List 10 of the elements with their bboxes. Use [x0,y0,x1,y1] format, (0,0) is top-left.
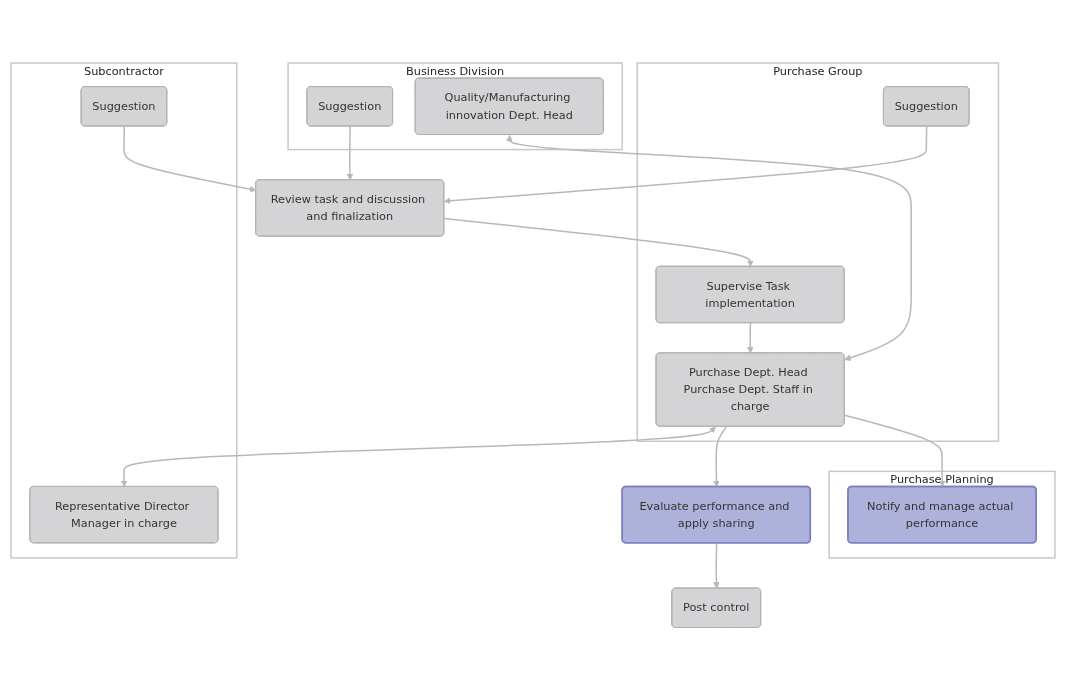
arrow [506,134,912,361]
arrow [123,125,257,193]
arrow [713,542,720,589]
arrow [346,125,354,181]
arrow [120,426,716,487]
arrow [843,414,946,487]
arrow [443,217,754,267]
arrow [747,322,754,354]
arrow [713,425,728,487]
arrow [443,125,928,204]
